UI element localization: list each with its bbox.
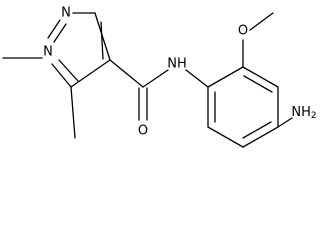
amino-subscript-2: 2 <box>311 111 317 121</box>
atom-n1-label: N <box>43 45 53 60</box>
bond-c3-c4-double <box>100 21 104 60</box>
bond-ar-nh2 <box>277 117 293 128</box>
atom-carbonyl-o-label: O <box>138 124 148 139</box>
bond-c4-c5 <box>70 59 111 88</box>
atom-amide-nh-label: NH <box>167 57 187 72</box>
bond-ar-c4-c5 <box>242 126 279 148</box>
bond-carbonyl-nh <box>142 69 169 88</box>
bond-nh-ring <box>185 69 209 88</box>
bond-ar-c2-c3 <box>242 66 279 88</box>
atom-n2-label: N <box>61 6 71 21</box>
bond-n1-n2-double <box>53 23 67 43</box>
bond-methoxy-methyl <box>249 12 274 31</box>
bond-c5-n1-double <box>58 59 79 82</box>
bond-c3-c4 <box>94 12 111 61</box>
bond-ar-c5-c6 <box>207 126 244 148</box>
bond-c4-carbonyl <box>109 59 144 88</box>
amino-nh-text: NH <box>291 105 311 120</box>
molecule-structure-diagram: N N O NH O NH2 <box>2 6 317 148</box>
bond-ar-c2-c3-double <box>243 75 273 93</box>
bond-c5-n1 <box>51 63 72 88</box>
bond-n1-n2 <box>47 19 61 39</box>
bond-ar-c4-c5-double <box>242 121 272 139</box>
bond-c5-methyl <box>70 86 76 139</box>
atom-methoxy-o-label: O <box>238 24 248 39</box>
atom-amino-nh2-label: NH2 <box>291 105 316 122</box>
bond-ar-c1-c2 <box>207 66 244 88</box>
